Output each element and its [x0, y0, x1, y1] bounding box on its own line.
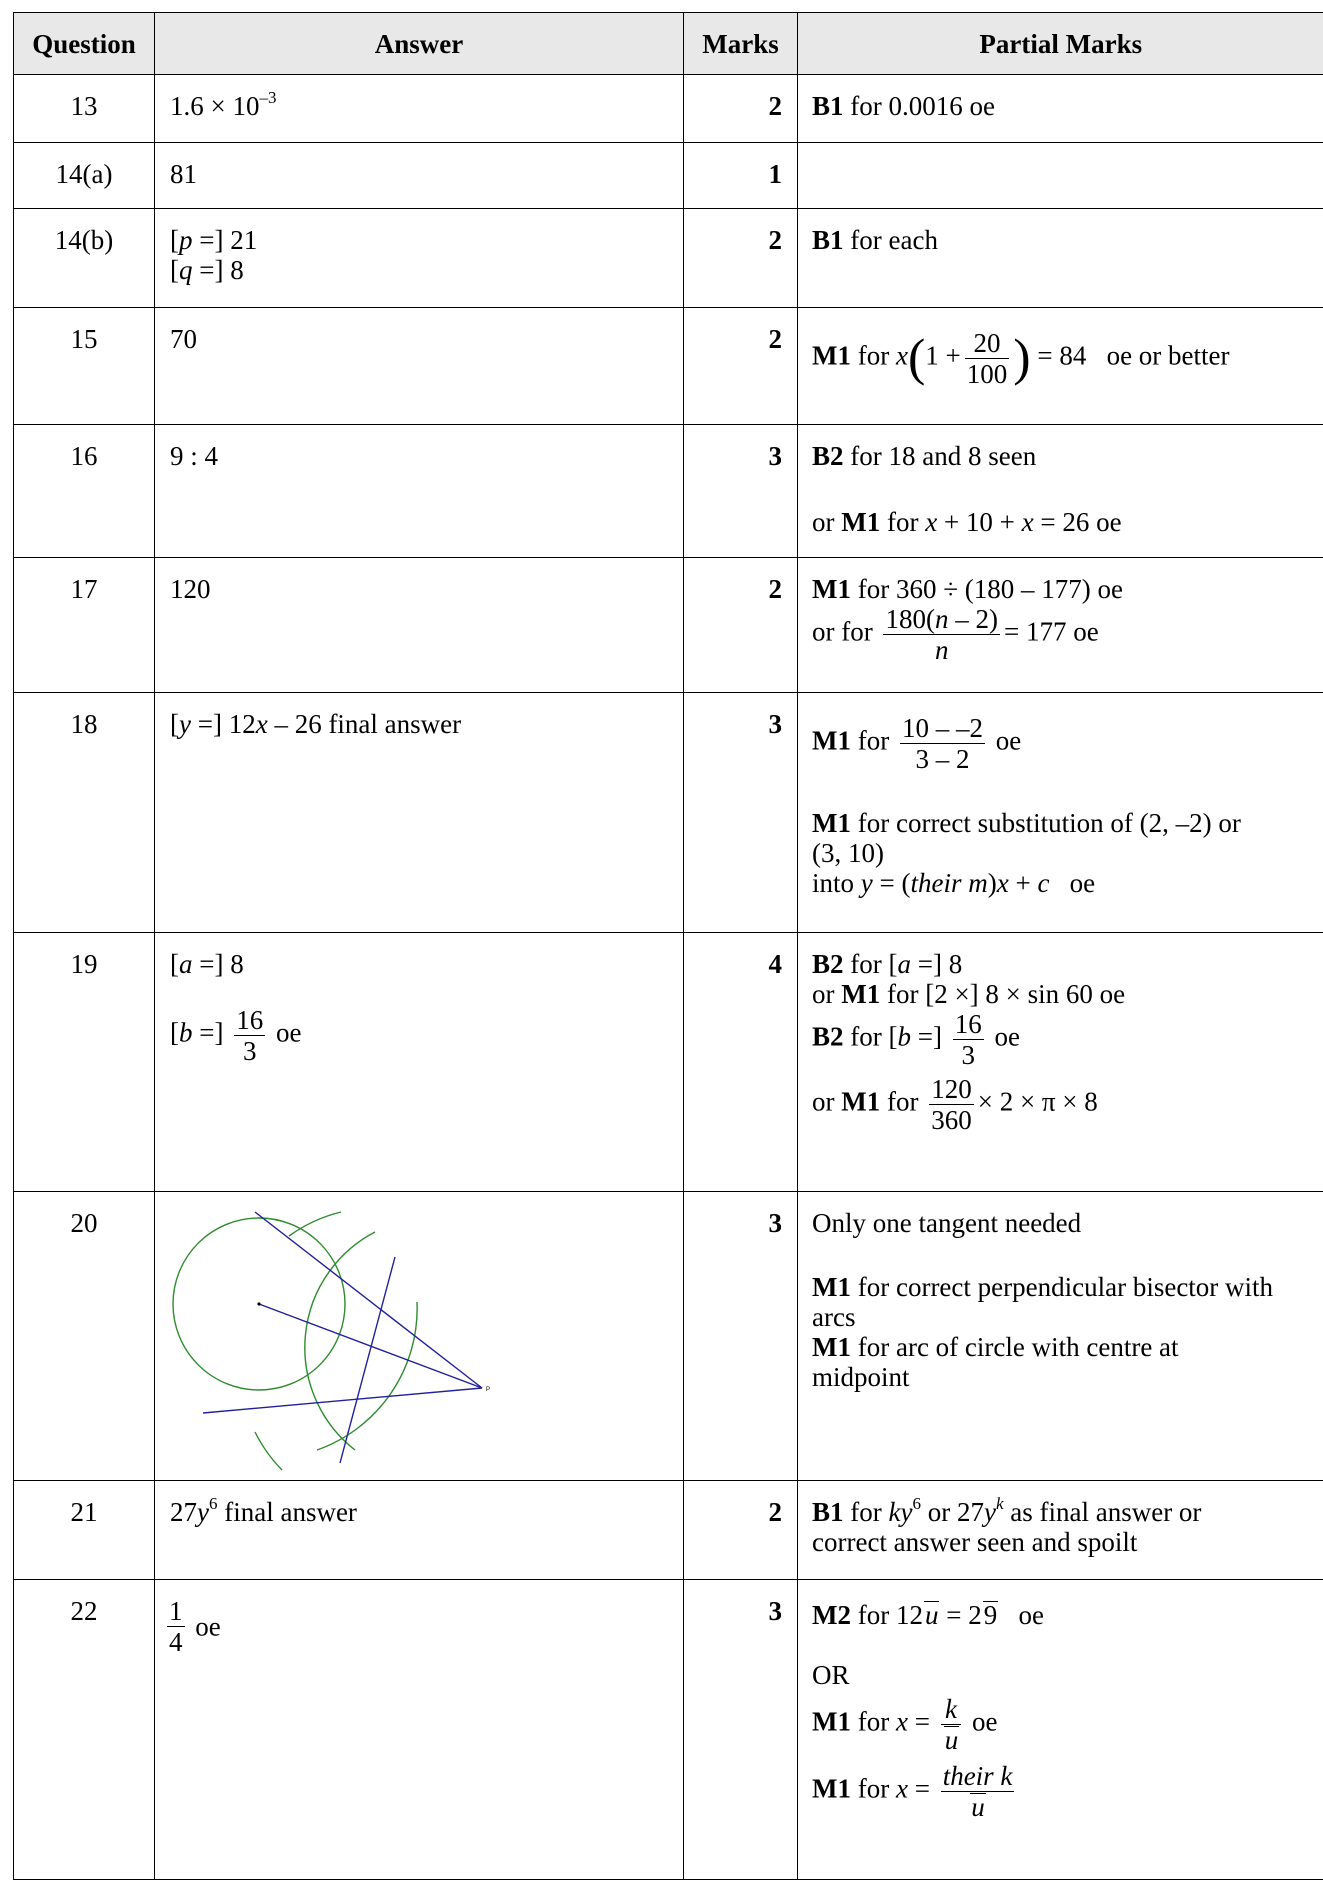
marks-cell: 3 — [683, 1579, 798, 1880]
marks-cell: 2 — [683, 307, 798, 425]
answer-cell: 120 — [154, 557, 684, 693]
header-row: Question Answer Marks Partial Marks — [13, 12, 1323, 75]
marks-cell: 1 — [683, 142, 798, 209]
marks-cell: 2 — [683, 208, 798, 308]
answer-cell: 9 : 4 — [154, 424, 684, 558]
tangent-construction-diagram: P — [172, 1211, 490, 1471]
partial-marks-cell: B1 for 0.0016 oe — [797, 74, 1323, 143]
marks-cell: 2 — [683, 74, 798, 143]
table-row: 17 120 2 M1 for 360 ÷ (180 – 177) oe or … — [13, 557, 1323, 693]
header-marks: Marks — [683, 12, 798, 75]
partial-marks-cell: B2 for [a =] 8 or M1 for [2 ×] 8 × sin 6… — [797, 932, 1323, 1192]
question-number: 22 — [13, 1579, 155, 1880]
question-number: 17 — [13, 557, 155, 693]
question-number: 14(b) — [13, 208, 155, 308]
table-row: 21 27y6 final answer 2 B1 for ky6 or 27y… — [13, 1480, 1323, 1580]
marks-cell: 3 — [683, 692, 798, 933]
table-row: 20 P 3 On — [13, 1191, 1323, 1481]
answer-cell: 70 — [154, 307, 684, 425]
partial-marks-cell — [797, 142, 1323, 209]
answer-cell: [p =] 21 [q =] 8 — [154, 208, 684, 308]
question-number: 14(a) — [13, 142, 155, 209]
marks-cell: 3 — [683, 1191, 798, 1481]
marks-cell: 2 — [683, 1480, 798, 1580]
partial-marks-cell: B1 for each — [797, 208, 1323, 308]
marks-cell: 2 — [683, 557, 798, 693]
partial-marks-cell: Only one tangent needed M1 for correct p… — [797, 1191, 1323, 1481]
header-question: Question — [13, 12, 155, 75]
question-number: 21 — [13, 1480, 155, 1580]
mark-scheme-table: Question Answer Marks Partial Marks 13 1… — [13, 12, 1323, 1880]
header-partial-marks: Partial Marks — [797, 12, 1323, 75]
marks-cell: 4 — [683, 932, 798, 1192]
question-number: 18 — [13, 692, 155, 933]
answer-cell: [y =] 12x – 26 final answer — [154, 692, 684, 933]
answer-cell: 1.6 × 10–3 — [154, 74, 684, 143]
partial-marks-cell: B2 for 18 and 8 seen or M1 for x + 10 + … — [797, 424, 1323, 558]
question-number: 15 — [13, 307, 155, 425]
partial-marks-cell: M1 for 360 ÷ (180 – 177) oe or for 180(n… — [797, 557, 1323, 693]
answer-cell: P — [154, 1191, 684, 1481]
question-number: 16 — [13, 424, 155, 558]
table-row: 14(a) 81 1 — [13, 142, 1323, 209]
question-number: 19 — [13, 932, 155, 1192]
partial-marks-cell: B1 for ky6 or 27yk as final answer or co… — [797, 1480, 1323, 1580]
table-row: 16 9 : 4 3 B2 for 18 and 8 seen or M1 fo… — [13, 424, 1323, 558]
table-row: 14(b) [p =] 21 [q =] 8 2 B1 for each — [13, 208, 1323, 308]
question-number: 13 — [13, 74, 155, 143]
table-row: 18 [y =] 12x – 26 final answer 3 M1 for … — [13, 692, 1323, 933]
point-p-label: P — [486, 1387, 490, 1393]
table-row: 13 1.6 × 10–3 2 B1 for 0.0016 oe — [13, 74, 1323, 143]
marks-cell: 3 — [683, 424, 798, 558]
header-answer: Answer — [154, 12, 684, 75]
question-number: 20 — [13, 1191, 155, 1481]
answer-cell: 81 — [154, 142, 684, 209]
answer-cell: 27y6 final answer — [154, 1480, 684, 1580]
